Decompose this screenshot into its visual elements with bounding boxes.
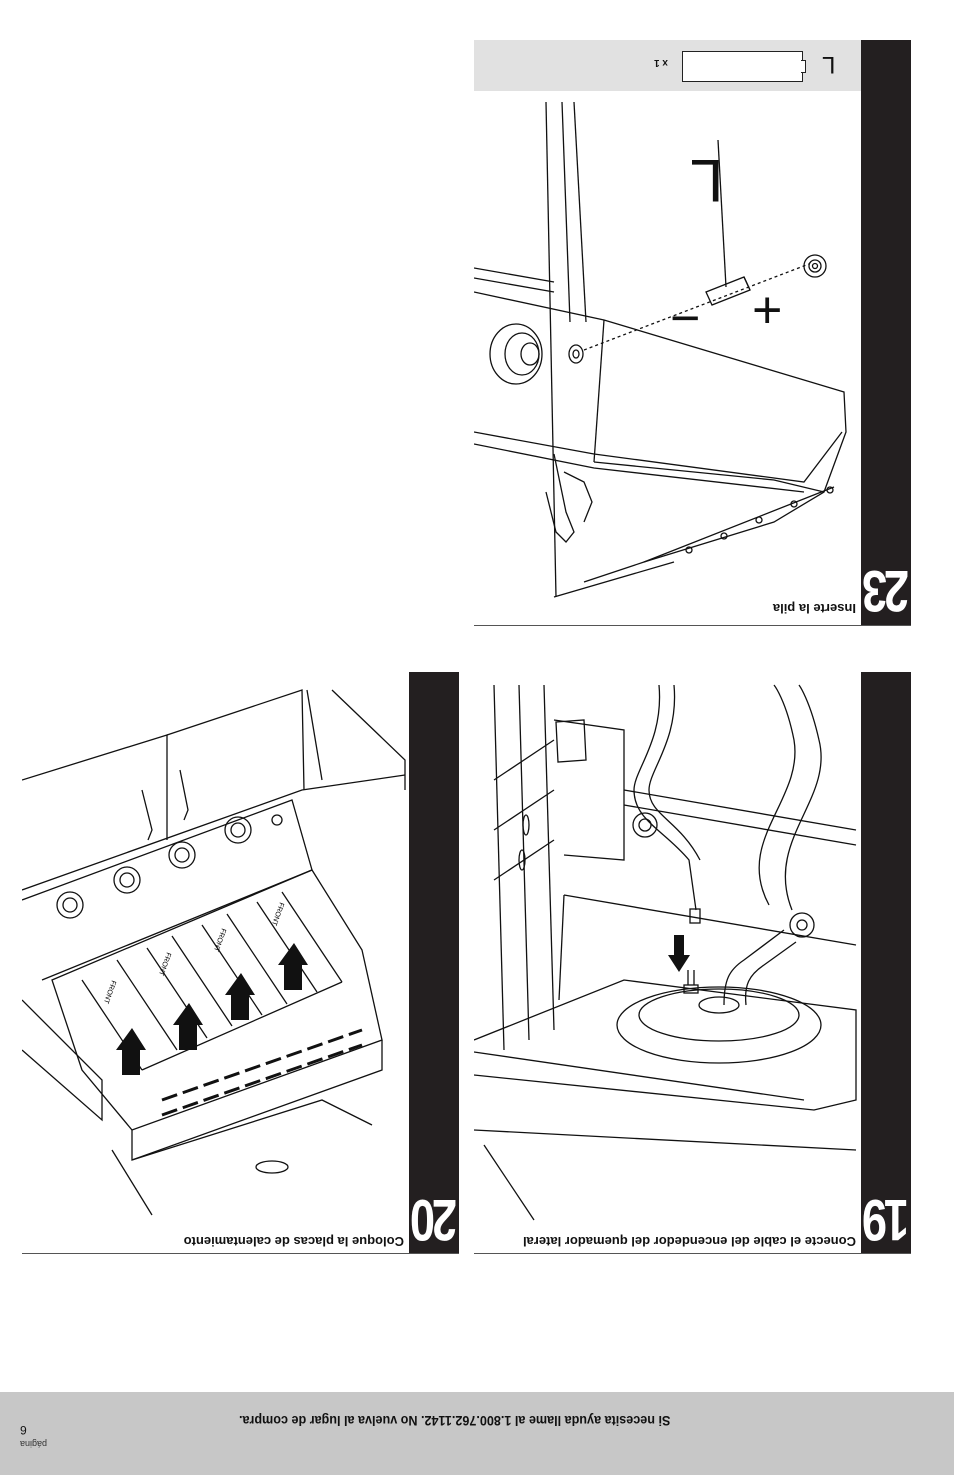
step-20-illustration: FRONT FRONT FRONT FRONT	[22, 689, 406, 1216]
step-23-illustration	[474, 101, 847, 598]
step-23-number: 23	[864, 558, 910, 623]
step-20-number: 20	[412, 1187, 458, 1252]
part-quantity: x 1	[654, 57, 668, 68]
step-19-illustration	[474, 684, 857, 1221]
step-23-number-bar	[861, 40, 911, 625]
step-20-number-bar	[409, 672, 459, 1254]
footer-bar	[0, 1392, 954, 1475]
minus-symbol: −	[670, 289, 701, 347]
plate-label-4: FRONT	[270, 901, 285, 927]
page-label: página	[20, 1439, 48, 1449]
battery-part-icon	[682, 51, 803, 82]
callout-letter: L	[690, 147, 724, 214]
plus-symbol: +	[752, 281, 783, 339]
help-text: Si necesita ayuda llame al 1.800.762.114…	[238, 1413, 671, 1429]
plate-label-1: FRONT	[102, 979, 117, 1005]
step-19-baseline	[474, 1253, 911, 1254]
step-20-panel	[22, 672, 459, 1254]
plate-label-2: FRONT	[157, 951, 172, 977]
battery-terminal-icon	[801, 60, 806, 73]
page-number: 6	[20, 1423, 27, 1437]
step-19-number-bar	[861, 672, 911, 1254]
part-letter: L	[822, 51, 836, 78]
step-19-caption: Conecte el cable del encendedor del quem…	[522, 1234, 856, 1249]
step-20-caption: Coloque la placas de calentamiento	[183, 1234, 404, 1249]
plate-label-3: FRONT	[212, 927, 227, 953]
step-23-baseline	[474, 625, 911, 626]
step-19-number: 19	[864, 1187, 910, 1252]
step-20-baseline	[22, 1253, 459, 1254]
